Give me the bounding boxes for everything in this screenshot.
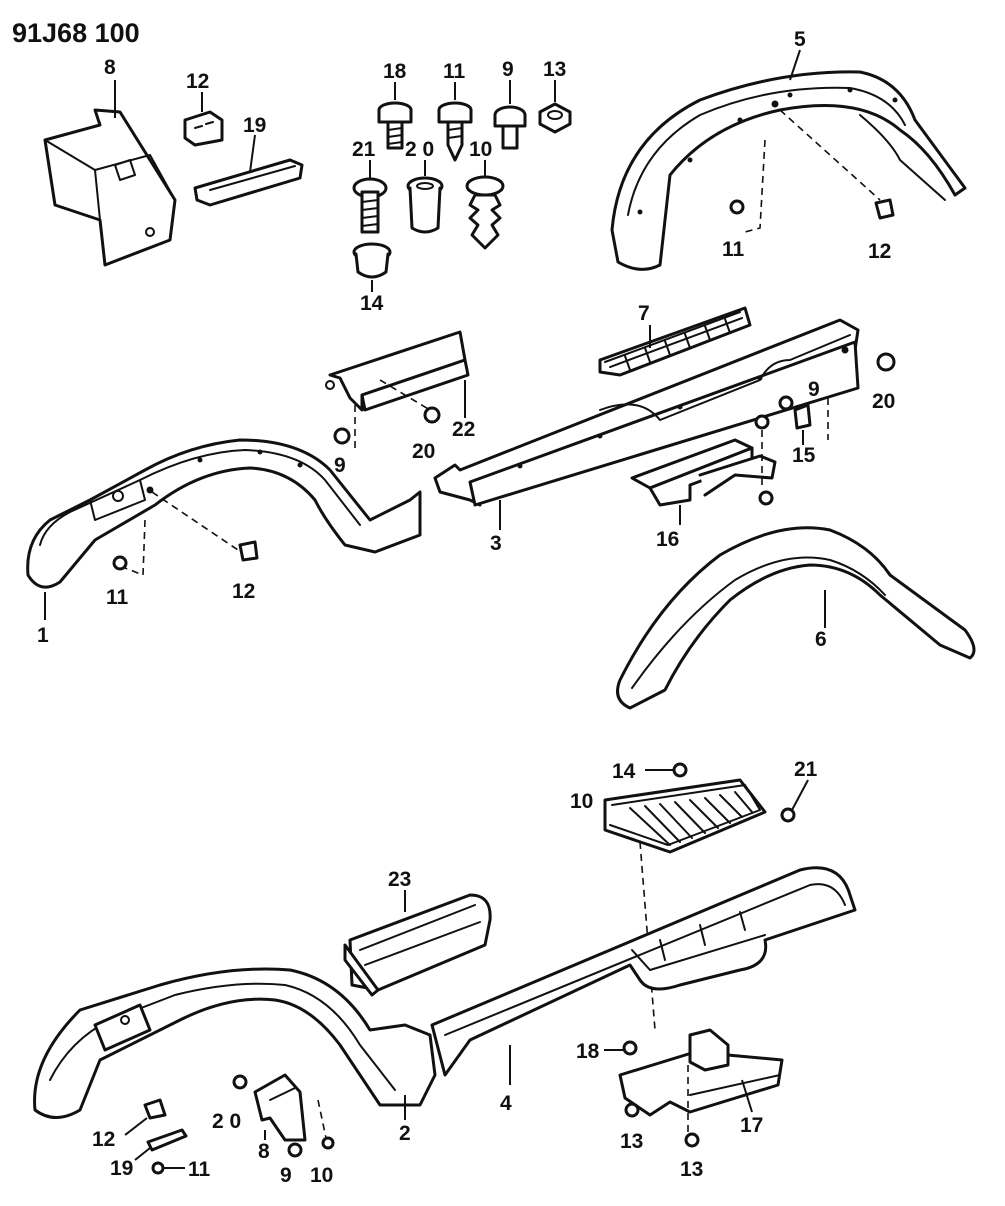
part-16-bracket (630, 438, 777, 507)
part-10-pushpin (465, 175, 505, 250)
callout-21-step: 21 (794, 758, 818, 781)
part-23-step-pad (343, 893, 492, 997)
callout-12-rear: 12 (868, 240, 891, 263)
callout-19-lower: 19 (110, 1157, 133, 1180)
callout-21-top: 21 (352, 138, 376, 161)
callout-12-top: 12 (186, 70, 209, 93)
callout-23: 23 (388, 868, 411, 891)
part-7-step-pad (598, 306, 752, 377)
part-3-sill-panel (433, 318, 860, 507)
callout-9-top: 9 (502, 58, 514, 81)
part-21-screw (352, 177, 388, 234)
callout-15: 15 (792, 444, 816, 467)
part-9-screw-lower (287, 1142, 303, 1158)
part-18-bolt (377, 101, 413, 150)
part-13-nut-lower-right (684, 1132, 700, 1148)
part-20-grommet-lower (232, 1074, 248, 1090)
part-19-strip-lower (146, 1128, 188, 1152)
part-11-screw-front (112, 555, 128, 571)
callout-20-left: 20 (412, 440, 435, 463)
part-5-fender-flare (610, 70, 967, 271)
part-18-bolt-lower (622, 1040, 638, 1056)
callout-13-lower-left: 13 (620, 1130, 643, 1153)
part-8-shield-lower (253, 1073, 307, 1142)
callout-9-left: 9 (334, 454, 346, 477)
callout-8-lower: 8 (258, 1140, 270, 1163)
part-12-clip-rear (874, 198, 895, 220)
callout-22: 22 (452, 418, 475, 441)
callout-10-step: 10 (570, 790, 593, 813)
callout-20-top: 2 0 (405, 138, 434, 161)
callout-8-top: 8 (104, 56, 116, 79)
callout-11-rear: 11 (722, 238, 745, 261)
callout-10-top: 10 (469, 138, 492, 161)
part-11-screw-rear (729, 199, 745, 215)
callout-11-front: 11 (106, 586, 129, 609)
part-11-screw-lower (151, 1161, 165, 1175)
part-12-clip-lower (143, 1098, 167, 1120)
callout-18-lower: 18 (576, 1040, 600, 1063)
callout-17: 17 (740, 1114, 763, 1137)
part-8-shield (43, 108, 177, 267)
callout-2: 2 (399, 1122, 411, 1145)
part-2-front-lower-fender (33, 967, 437, 1119)
callout-4: 4 (500, 1092, 512, 1115)
callout-13-top: 13 (543, 58, 566, 81)
part-17-bracket (618, 1028, 784, 1117)
callout-18-top: 18 (383, 60, 407, 83)
callout-3: 3 (490, 532, 502, 555)
part-9-bolt (493, 105, 527, 150)
callout-14-step: 14 (612, 760, 636, 783)
callout-5: 5 (794, 28, 806, 51)
part-14-nut (352, 242, 392, 279)
part-20-grommet-left (423, 406, 441, 424)
part-13-nut-lower-left (624, 1102, 640, 1118)
callout-12-lower: 12 (92, 1128, 115, 1151)
part-9-screw-right (778, 395, 794, 411)
part-13-nut (538, 102, 572, 134)
part-20-grommet (406, 176, 444, 234)
callout-10-lower: 10 (310, 1164, 333, 1187)
part-19-strip (193, 158, 304, 207)
part-15-bracket (793, 403, 812, 430)
part-22-bracket (325, 330, 470, 412)
callout-1: 1 (37, 624, 49, 647)
part-step-grate (603, 778, 767, 854)
callout-7: 7 (638, 302, 650, 325)
part-9-screw-left (333, 427, 351, 445)
part-6-rear-flare (616, 526, 976, 710)
part-11-screw (437, 101, 473, 162)
part-16-screw (754, 414, 774, 506)
callout-14-top: 14 (360, 292, 384, 315)
callout-16: 16 (656, 528, 679, 551)
part-21-screw-step (780, 807, 796, 823)
part-4-rear-quarter (430, 866, 857, 1077)
part-12-clip-front (238, 540, 259, 562)
callout-9-lower: 9 (280, 1164, 292, 1187)
callout-9-right: 9 (808, 378, 820, 401)
callout-6: 6 (815, 628, 827, 651)
callout-20-right: 20 (872, 390, 895, 413)
part-12-clip (183, 110, 224, 147)
callout-20-lower: 2 0 (212, 1110, 241, 1133)
callout-13-lower-right: 13 (680, 1158, 703, 1181)
part-10-pin-lower (321, 1136, 335, 1150)
callout-11-lower: 11 (188, 1158, 211, 1181)
callout-19-top: 19 (243, 114, 266, 137)
part-20-grommet-right (876, 352, 896, 372)
part-1-front-fender (26, 438, 422, 589)
callout-12-front: 12 (232, 580, 255, 603)
diagram-code: 91J68 100 (12, 18, 140, 48)
part-14-nut-step (672, 762, 688, 778)
callout-11-top: 11 (443, 60, 466, 83)
